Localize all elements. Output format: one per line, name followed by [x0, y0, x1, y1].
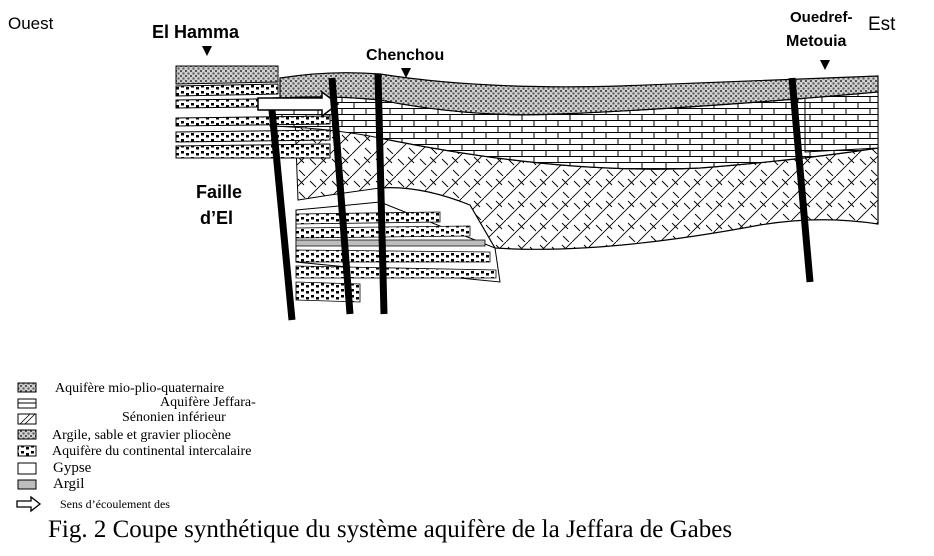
legend-swatch-stipple-2 [18, 430, 36, 439]
legend-swatch-arrow [17, 497, 40, 511]
location-el-hamma: El Hamma [152, 22, 239, 43]
location-chenchou: Chenchou [366, 47, 444, 65]
downthrown-block [296, 202, 500, 302]
legend-label: Sens d’écoulement des [60, 497, 170, 512]
location-ouedref: Ouedref- [790, 9, 853, 26]
east-label: Est [868, 14, 895, 36]
fault-line-1 [272, 110, 292, 320]
legend-label: Aquifère Jeffara- [160, 395, 256, 411]
west-label: Ouest [8, 14, 53, 34]
legend-label: Gypse [53, 460, 91, 477]
marker-el-hamma [202, 46, 212, 56]
figure-caption: Fig. 2 Coupe synthétique du système aqui… [48, 516, 732, 544]
legend-label: Argile, sable et gravier pliocène [52, 428, 231, 444]
legend-swatch-grey [18, 480, 36, 489]
legend-swatch-dots [18, 446, 36, 456]
legend-label: Argil [53, 476, 84, 493]
legend-swatch-blank [18, 463, 36, 474]
location-metouia: Metouia [786, 33, 846, 51]
legend-swatches [17, 383, 40, 511]
marker-chenchou [401, 68, 411, 78]
fault-label-line1: Faille [196, 182, 242, 203]
marker-ouedref [820, 60, 830, 70]
fault-label-line2: d’El [200, 208, 233, 229]
legend-label: Sénonien inférieur [122, 410, 226, 426]
legend-swatch-stipple [18, 383, 36, 392]
legend-label: Aquifère du continental intercalaire [52, 444, 251, 460]
